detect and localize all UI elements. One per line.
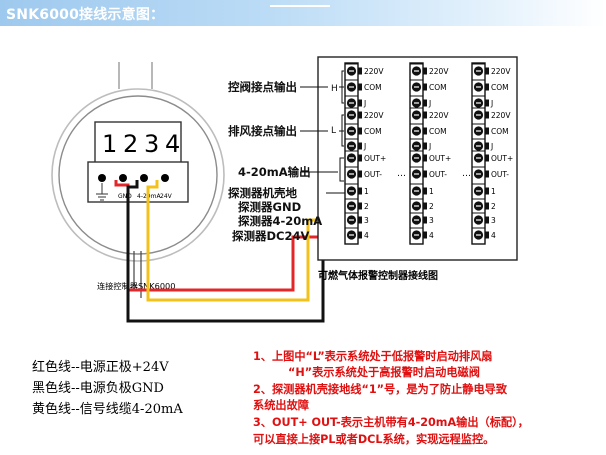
note-1-line-1: 1、上图中“L”表示系统处于低报警时启动排风扇 [253, 350, 493, 363]
controller-panel: 220V COM J 220V COM J OUT+ OUT- 1 2 3 4 220V COM J 220V… [317, 56, 518, 282]
terminal-label: OUT+ [491, 154, 513, 163]
terminal-label: COM [364, 83, 382, 92]
terminal-label: 3 [364, 216, 369, 225]
terminal-label: 1 [364, 187, 369, 196]
sensor-screw-1 [98, 174, 106, 182]
terminal-label: 1 [429, 187, 434, 196]
sensor-screw-2 [119, 174, 127, 182]
ellipsis-mark-2: … [462, 169, 471, 179]
ellipsis-mark: … [397, 169, 406, 179]
terminal-label: 2 [364, 202, 369, 211]
controller-title: 可燃气体报警控制器接线图 [318, 269, 438, 282]
terminal-label: 4 [491, 231, 496, 240]
terminal-label: 220V [429, 67, 449, 76]
header-bar: SNK6000接线示意图： [0, 0, 606, 26]
terminal-label: COM [491, 83, 509, 92]
terminal-label: J [428, 99, 431, 108]
terminal-label: OUT- [491, 170, 509, 179]
wiring-diagram: 1 2 3 4 GND 4-20mA 24V 连接控制器SNK6000 220V… [51, 56, 518, 323]
terminal-label: OUT+ [364, 154, 386, 163]
mark-h: H [331, 84, 338, 94]
mark-l: L [331, 126, 336, 136]
label-detector-power: 探测器DC24V [232, 229, 309, 243]
terminal-label: 4 [364, 231, 369, 240]
note-3-line-2: 可以直接上接PL或者DCL系统，实现远程监控。 [253, 433, 495, 446]
sensor-terminal-4: 4 [165, 130, 180, 158]
terminal-label: J [363, 142, 366, 151]
terminal-label: 220V [364, 111, 384, 120]
legend-red-wire: 红色线--电源正极+24V [32, 360, 169, 375]
label-valve-output: 控阀接点输出 [228, 80, 297, 94]
terminal-label: 3 [429, 216, 434, 225]
terminal-label: COM [429, 127, 447, 136]
legend-yellow-wire: 黄色线--信号线缆4-20mA [32, 402, 183, 417]
label-analog-output: 4-20mA输出 [238, 165, 311, 179]
sensor-screw-3 [140, 174, 148, 182]
note-2-line-1: 2、探测器机壳接地线“1”号，是为了防止静电导致 [253, 383, 508, 396]
label-detector-signal: 探测器4-20mA [238, 214, 322, 228]
sensor-caption: 连接控制器SNK6000 [97, 281, 175, 291]
label-fan-output: 排风接点输出 [228, 124, 297, 138]
terminal-label: 220V [429, 111, 449, 120]
sensor-terminal-3: 3 [144, 130, 159, 158]
terminal-label: J [363, 99, 366, 108]
sensor-inner-ring [58, 95, 218, 255]
sensor-terminal-block [94, 121, 182, 165]
side-labels: 控阀接点输出 排风接点输出 4-20mA输出 探测器机壳地 探测器GND 探测器… [228, 80, 338, 243]
yellow-wire [146, 180, 345, 302]
sensor-label-24v: 24V [160, 193, 173, 200]
note-2-line-2: 系统出故障 [253, 399, 309, 412]
ground-icon [96, 183, 108, 201]
terminal-label: OUT- [429, 170, 447, 179]
sensor-terminal-1: 1 [102, 130, 117, 158]
terminal-label: 4 [429, 231, 434, 240]
terminal-label: 220V [364, 67, 384, 76]
terminal-label: COM [364, 127, 382, 136]
sensor-terminal-2: 2 [123, 130, 138, 158]
terminal-label: 2 [491, 202, 496, 211]
terminal-label: J [490, 142, 493, 151]
sensor-detector: 1 2 3 4 GND 4-20mA 24V 连接控制器SNK6000 [51, 62, 225, 298]
sensor-label-gnd: GND [118, 193, 132, 200]
terminal-label: J [490, 99, 493, 108]
terminal-label: 1 [491, 187, 496, 196]
sensor-screw-4 [161, 174, 169, 182]
label-shell-ground: 探测器机壳地 [228, 186, 297, 200]
leader-lines [300, 70, 345, 194]
page-title: SNK6000接线示意图： [6, 7, 165, 23]
note-3-line-1: 3、OUT+ OUT-表示主机带有4-20mA输出（标配）， [253, 416, 529, 429]
terminal-label: 2 [429, 202, 434, 211]
terminal-label: 220V [491, 67, 511, 76]
terminal-label: J [428, 142, 431, 151]
legend-black-wire: 黑色线--电源负极GND [32, 381, 164, 396]
terminal-label: COM [491, 127, 509, 136]
header-divider [270, 5, 330, 7]
note-1-line-2: “H”表示系统处于高报警时启动电磁阀 [288, 366, 480, 379]
label-detector-gnd: 探测器GND [238, 200, 301, 214]
terminal-label: 220V [491, 111, 511, 120]
terminal-label: 3 [491, 216, 496, 225]
terminal-label: OUT+ [429, 154, 451, 163]
terminal-label: COM [429, 83, 447, 92]
terminal-label: OUT- [364, 170, 382, 179]
terminal-strips: 220V COM J 220V COM J OUT+ OUT- 1 2 3 4 220V COM J 220V… [344, 62, 513, 245]
